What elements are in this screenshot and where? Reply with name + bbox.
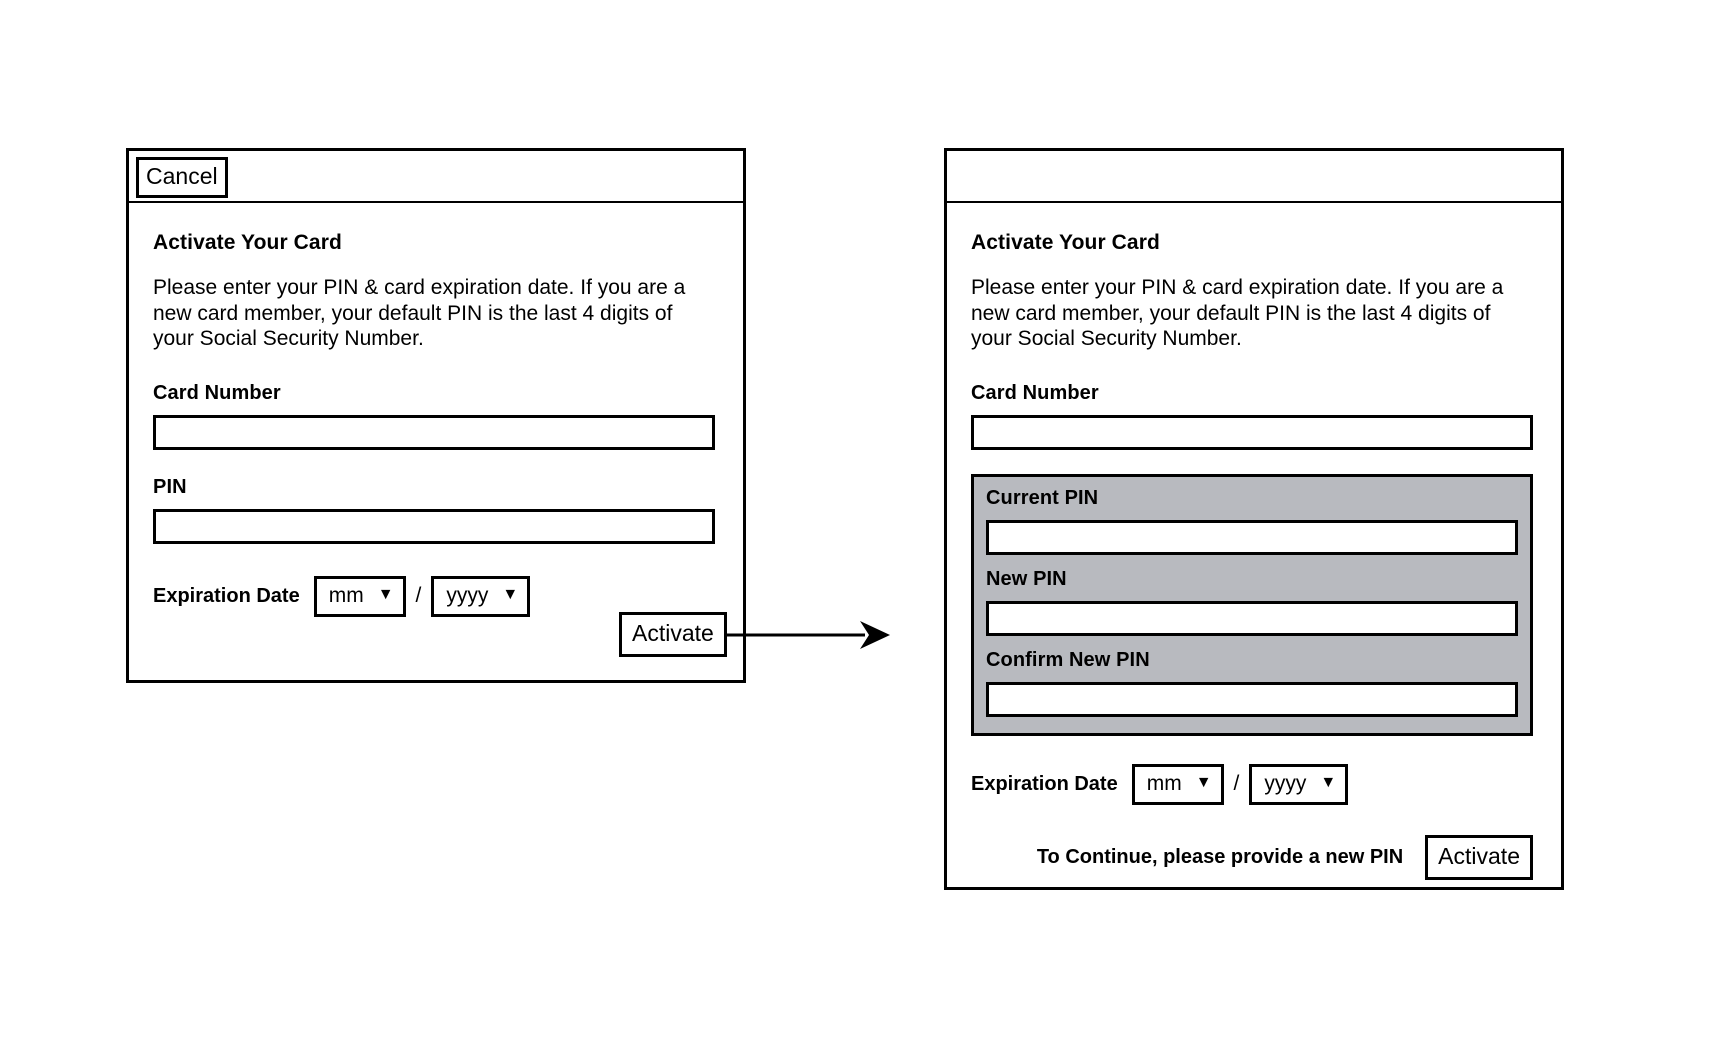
panel-body-right: Activate Your Card Please enter your PIN… — [947, 203, 1561, 880]
titlebar-left: Cancel — [129, 151, 743, 203]
activate-button-wrapper-left: Activate — [619, 612, 727, 657]
expiration-date-row: Expiration Date mm ▼ / yyyy ▼ — [971, 763, 1533, 805]
current-pin-input[interactable] — [986, 519, 1518, 555]
page-title: Activate Your Card — [153, 231, 342, 254]
expiration-date-row: Expiration Date mm ▼ / yyyy ▼ — [153, 575, 715, 617]
titlebar-right — [947, 151, 1561, 203]
confirm-new-pin-label: Confirm New PIN — [986, 648, 1150, 671]
activate-button[interactable]: Activate — [1425, 834, 1533, 880]
card-number-label: Card Number — [971, 381, 1099, 404]
pin-change-group: Current PIN New PIN Confirm New PIN — [971, 473, 1533, 736]
activate-card-screen-initial: Cancel Activate Your Card Please enter y… — [126, 148, 746, 683]
new-pin-input[interactable] — [986, 600, 1518, 636]
pin-input[interactable] — [153, 508, 715, 544]
expiration-year-value: yyyy — [1264, 772, 1307, 796]
card-number-group: Card Number — [971, 382, 1533, 450]
cancel-button[interactable]: Cancel — [136, 157, 228, 198]
expiration-month-value: mm — [1146, 772, 1182, 796]
card-number-group: Card Number — [153, 382, 715, 450]
continue-hint-text: To Continue, please provide a new PIN — [1036, 845, 1404, 868]
expiration-date-label: Expiration Date — [971, 772, 1118, 795]
expiration-year-select[interactable]: yyyy ▼ — [431, 575, 531, 617]
card-number-label: Card Number — [153, 381, 281, 404]
instructions-text: Please enter your PIN & card expiration … — [971, 276, 1504, 351]
date-separator: / — [1233, 772, 1240, 796]
expiration-month-select[interactable]: mm ▼ — [1131, 763, 1224, 805]
expiration-month-value: mm — [328, 584, 364, 608]
chevron-down-icon: ▼ — [1320, 774, 1337, 792]
pin-label: PIN — [153, 475, 187, 498]
new-pin-label: New PIN — [986, 567, 1067, 590]
current-pin-group: Current PIN — [986, 487, 1518, 555]
date-separator: / — [415, 584, 422, 608]
chevron-down-icon: ▼ — [377, 586, 394, 604]
activate-card-screen-new-pin: Activate Your Card Please enter your PIN… — [944, 148, 1564, 890]
activate-button[interactable]: Activate — [619, 612, 727, 657]
chevron-down-icon: ▼ — [1195, 774, 1212, 792]
card-number-input[interactable] — [153, 414, 715, 450]
continue-hint-row: To Continue, please provide a new PIN Ac… — [971, 834, 1533, 880]
confirm-new-pin-group: Confirm New PIN — [986, 649, 1518, 717]
card-number-input[interactable] — [971, 414, 1533, 450]
pin-group: PIN — [153, 476, 715, 544]
new-pin-group: New PIN — [986, 568, 1518, 636]
instructions-text: Please enter your PIN & card expiration … — [153, 276, 686, 351]
current-pin-label: Current PIN — [986, 486, 1099, 509]
expiration-year-value: yyyy — [446, 584, 489, 608]
expiration-year-select[interactable]: yyyy ▼ — [1249, 763, 1349, 805]
chevron-down-icon: ▼ — [502, 586, 519, 604]
expiration-date-label: Expiration Date — [153, 584, 300, 607]
panel-body-left: Activate Your Card Please enter your PIN… — [129, 203, 743, 617]
page-title: Activate Your Card — [971, 231, 1160, 254]
expiration-month-select[interactable]: mm ▼ — [313, 575, 406, 617]
confirm-new-pin-input[interactable] — [986, 681, 1518, 717]
